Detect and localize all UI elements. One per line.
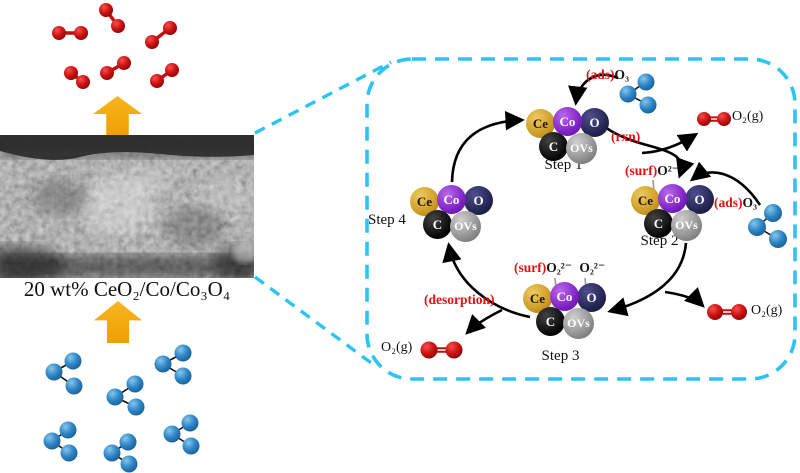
o2-molecule: [145, 21, 177, 49]
ovs-atom: OVs: [671, 210, 702, 241]
arrow-step1-to-step2: [604, 125, 695, 179]
o-atom: O: [577, 283, 606, 312]
surf-prefix: (surf): [514, 260, 547, 275]
callout-line-bottom: [253, 275, 376, 367]
o3-molecule: [163, 414, 200, 455]
c-atom: C: [539, 132, 568, 161]
o2-gas-label-left: O₂(g): [381, 340, 413, 355]
o3-molecule: [106, 375, 145, 416]
c-atom: C: [536, 307, 565, 336]
o3-formula: O₃: [742, 195, 758, 210]
peroxide-formula-2: O₂²⁻: [579, 260, 606, 275]
ce-atom: Ce: [526, 109, 555, 138]
c-atom: C: [423, 210, 452, 239]
o3-formula: O₃: [614, 67, 630, 82]
arrow-o2-desorption: [465, 308, 503, 335]
o-atom: O: [464, 186, 493, 215]
o3-molecule: [154, 344, 192, 385]
ovs-atom: OVs: [450, 211, 481, 242]
catalyst-cluster-step1: Ce Co O C OVs: [526, 107, 616, 165]
catalyst-cluster-step4: Ce Co O C OVs: [410, 185, 500, 243]
arrow-step2-to-step3: [607, 242, 688, 317]
catalyst-caption: 20 wt% CeO₂/Co/Co₃O₄: [23, 277, 231, 301]
ads-prefix: (ads): [586, 67, 615, 82]
o3-molecules-incoming: [43, 344, 200, 473]
co-atom: Co: [553, 107, 582, 136]
sem-image: [0, 135, 254, 278]
o2-molecule-top-right: [697, 112, 731, 126]
c-atom: C: [644, 209, 673, 238]
surf-prefix: (surf): [625, 163, 658, 178]
step1-label: Step 1: [544, 157, 583, 173]
arrow-o2-release-top: [641, 132, 699, 155]
ads-prefix: (ads): [714, 195, 743, 210]
arrow-step4-to-step1: [450, 111, 525, 183]
o-atom: O: [580, 108, 609, 137]
ovs-atom: OVs: [563, 308, 594, 339]
co-atom: Co: [550, 282, 579, 311]
o3-molecule: [103, 433, 138, 473]
callout-line-top: [254, 60, 392, 135]
desorption-label: (desorption): [424, 292, 495, 307]
arrow-step3-to-step4: [442, 242, 531, 319]
ce-atom: Ce: [410, 187, 439, 216]
o3-molecule-step1-inlet: [619, 73, 657, 114]
surf-peroxide-label-step3: (surf)O₂²⁻ O₂²⁻: [514, 260, 605, 276]
o2-molecule: [52, 26, 88, 40]
co-atom: Co: [437, 185, 466, 214]
o2-gas-label-right: O₂(g): [751, 303, 783, 318]
peroxide-formula-1: O₂²⁻: [546, 260, 572, 275]
o2-molecule-bottom-right: [707, 304, 747, 320]
surf-o2minus-label-step2: (surf)O²⁻: [625, 163, 679, 179]
ads-o3-label-step1: (ads)O₃: [586, 67, 629, 83]
o3-molecule: [43, 421, 78, 462]
o2-molecule: [99, 3, 125, 33]
o2-molecule: [100, 56, 131, 80]
rxn-label: (rxn): [611, 129, 641, 144]
o2-gas-label-top: O₂(g): [732, 109, 764, 124]
o2-molecule-bottom-left: [420, 341, 463, 359]
ads-o3-label-step2: (ads)O₃: [714, 195, 757, 211]
ovs-atom: OVs: [566, 133, 597, 164]
co-atom: Co: [658, 184, 687, 213]
step4-label: Step 4: [368, 212, 406, 228]
o2minus-formula: O²⁻: [657, 163, 679, 178]
catalyst-cluster-step2: Ce Co O C OVs: [631, 184, 721, 242]
o3-molecule: [45, 352, 83, 395]
o3-molecule-step2-inlet: [748, 204, 787, 248]
sem-texture: [0, 135, 254, 278]
arrow-o2-release-right: [664, 287, 705, 308]
catalyst-cluster-step3: Ce Co O C OVs: [523, 282, 613, 340]
o2-molecules-released: [52, 3, 179, 89]
step3-label: Step 3: [541, 348, 580, 364]
zoom-callout-box: [365, 57, 797, 381]
cycle-arrows: [442, 73, 762, 335]
arrow-o3-adsorption-step2: [689, 161, 762, 206]
step2-label: Step 2: [640, 233, 679, 249]
o2-molecule: [150, 63, 179, 88]
o-atom: O: [685, 185, 714, 214]
arrow-o3-adsorption-step1: [568, 73, 619, 106]
o2-molecule: [64, 66, 90, 89]
